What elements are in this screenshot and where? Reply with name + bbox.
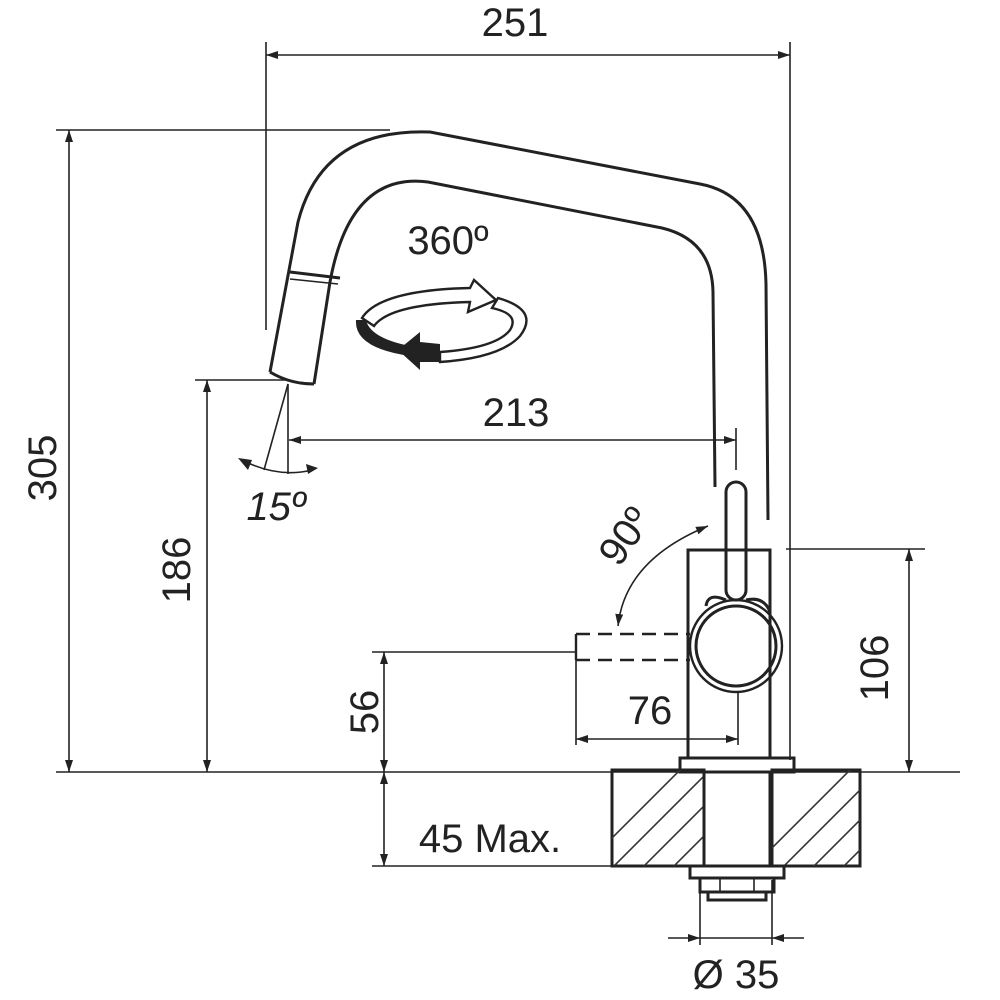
label-rotation: 360º <box>407 219 489 263</box>
label-body-height: 106 <box>853 635 897 702</box>
dimension-lines <box>65 51 913 942</box>
lever <box>724 480 748 602</box>
spout-outer <box>268 130 770 521</box>
spout-inner <box>312 179 717 488</box>
mounting-nut <box>688 864 786 902</box>
label-spray-angle: 15º <box>246 485 307 529</box>
spray-angle-indicator <box>238 383 318 474</box>
faucet <box>268 130 796 774</box>
label-hole-diameter: Ø 35 <box>693 953 780 997</box>
lever-knob <box>694 604 778 688</box>
hatching-right <box>772 770 860 866</box>
label-overall-height: 305 <box>21 435 65 502</box>
label-handle-height: 56 <box>343 690 387 735</box>
label-spout-height: 186 <box>155 537 199 604</box>
base-plate <box>678 756 796 774</box>
label-handle-reach: 76 <box>628 689 673 733</box>
label-overall-width: 251 <box>482 1 549 45</box>
countertop-section <box>610 768 862 902</box>
label-reach: 213 <box>483 391 550 435</box>
rotation-arrow-icon <box>355 278 528 370</box>
faucet-body <box>686 548 772 760</box>
label-counter-thickness: 45 Max. <box>419 817 561 861</box>
dimension-labels: 251 305 360º 213 15º 186 90º 106 56 76 4… <box>21 1 897 997</box>
extension-lines <box>56 42 960 945</box>
lever-angle-indicator <box>615 525 709 627</box>
hatching-left <box>612 770 704 866</box>
